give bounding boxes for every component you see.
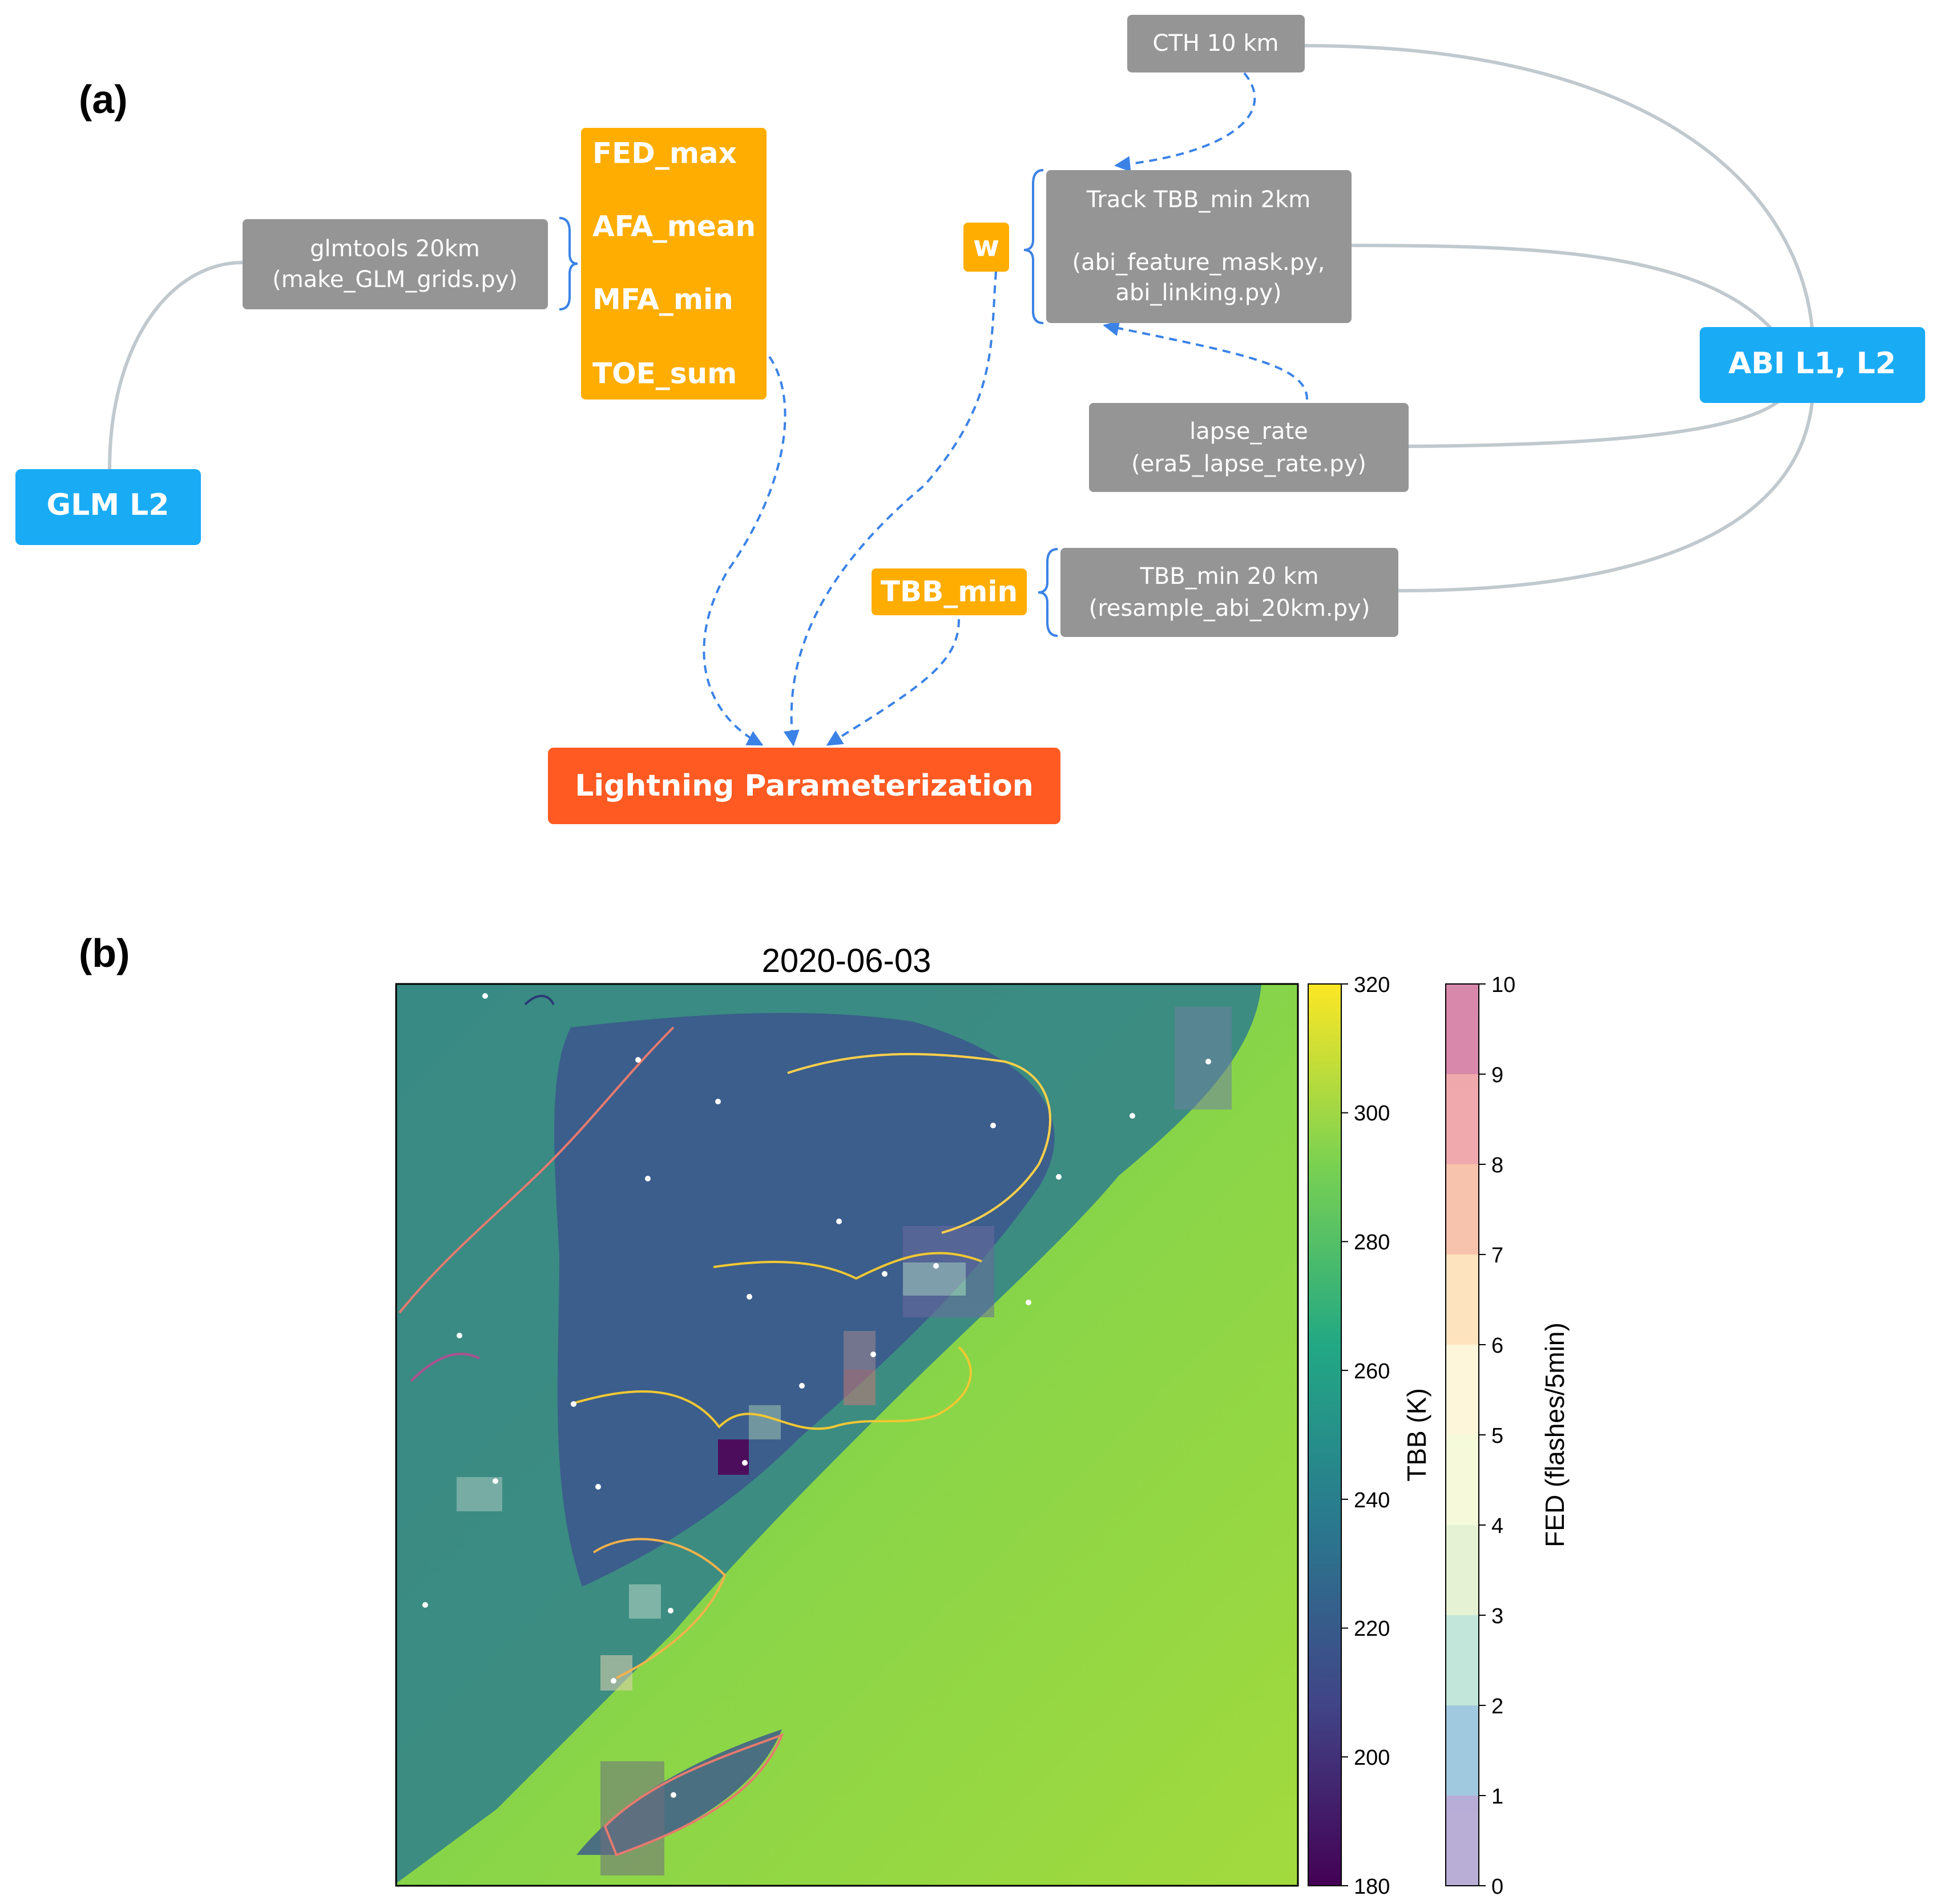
node-glmtools[interactable]: glmtools 20km (make_GLM_grids.py) — [243, 219, 548, 309]
panel-a-label: (a) — [79, 77, 128, 122]
connector-abi-tbb20 — [1398, 402, 1814, 592]
connector-abi-cth — [1304, 44, 1814, 329]
node-lapse-rate[interactable]: lapse_rate (era5_lapse_rate.py) — [1089, 403, 1409, 492]
connector-glm-glmtools — [108, 261, 243, 470]
fed-tick-labels: 10 9 8 7 6 5 4 3 2 1 0 — [1491, 973, 1515, 1899]
fed-tick-label: 4 — [1491, 1514, 1503, 1538]
node-track-line1: Track TBB_min 2km — [1086, 187, 1310, 213]
node-tbb-min[interactable]: TBB_min — [872, 568, 1027, 615]
panel-b-label: (b) — [79, 931, 130, 975]
node-w[interactable]: w — [963, 223, 1009, 272]
fed-pixels — [457, 1007, 1232, 1875]
tbb-colorbar-label: TBB (K) — [1402, 1388, 1431, 1482]
node-cth[interactable]: CTH 10 km — [1127, 15, 1305, 72]
fed-tick-label: 10 — [1491, 973, 1515, 997]
node-glmtools-line1: glmtools 20km — [310, 236, 480, 262]
fed-tick-label: 5 — [1491, 1424, 1503, 1448]
tbb-colorbar-bar — [1308, 983, 1342, 1886]
contours — [398, 995, 1051, 1857]
var-toe-sum: TOE_sum — [592, 357, 737, 390]
dashed-arrows — [703, 72, 1308, 747]
node-lightning-label: Lightning Parameterization — [575, 769, 1034, 803]
tbb-map — [396, 984, 1298, 1886]
fed-tick-label: 0 — [1491, 1875, 1503, 1899]
brace-glm-vars — [559, 217, 578, 310]
node-track[interactable]: Track TBB_min 2km (abi_feature_mask.py, … — [1046, 170, 1352, 323]
tbb-tick-label: 200 — [1354, 1746, 1390, 1770]
tbb-tick-label: 280 — [1354, 1231, 1390, 1254]
fed-tick-label: 6 — [1491, 1334, 1503, 1358]
fed-tick-label: 3 — [1491, 1604, 1503, 1628]
arrow-cth-to-track — [1114, 72, 1256, 172]
node-lapse-line2: (era5_lapse_rate.py) — [1131, 451, 1366, 477]
fed-colorbar-ticks — [1479, 983, 1486, 1886]
connector-abi-lapse — [1408, 398, 1782, 448]
fed-tick-label: 2 — [1491, 1695, 1503, 1719]
map-title: 2020-06-03 — [762, 942, 931, 979]
tbb-colorbar: 320 300 280 260 240 220 200 180 TBB (K) — [1308, 973, 1431, 1899]
node-glm-l2[interactable]: GLM L2 — [15, 469, 201, 545]
tbb-tick-label: 320 — [1354, 973, 1390, 997]
fed-tick-label: 9 — [1491, 1063, 1503, 1087]
node-cth-label: CTH 10 km — [1153, 30, 1279, 57]
brace-w — [1023, 169, 1044, 324]
node-track-line3: abi_linking.py) — [1116, 280, 1282, 306]
node-w-label: w — [973, 230, 999, 263]
arrow-lapse-to-track — [1103, 320, 1308, 400]
var-afa-mean: AFA_mean — [592, 210, 756, 243]
node-glmtools-line2: (make_GLM_grids.py) — [272, 267, 518, 293]
cold-core — [718, 1439, 749, 1475]
node-glm-variables[interactable]: FED_max AFA_mean MFA_min TOE_sum — [581, 128, 767, 400]
node-lightning-parameterization[interactable]: Lightning Parameterization — [548, 748, 1060, 824]
node-abi-label: ABI L1, L2 — [1728, 346, 1896, 381]
node-tbb20-line1: TBB_min 20 km — [1139, 563, 1318, 590]
fed-tick-label: 7 — [1491, 1244, 1503, 1268]
tbb-tick-label: 220 — [1354, 1617, 1390, 1641]
tbb-tick-label: 300 — [1354, 1102, 1390, 1126]
arrow-w-to-lightning — [783, 271, 997, 747]
fed-tick-label: 8 — [1491, 1153, 1503, 1177]
node-abi-l1-l2[interactable]: ABI L1, L2 — [1700, 327, 1925, 403]
node-glm-l2-label: GLM L2 — [47, 488, 170, 522]
connector-abi-track — [1351, 244, 1782, 341]
node-track-line2: (abi_feature_mask.py, — [1072, 249, 1325, 276]
var-mfa-min: MFA_min — [592, 283, 733, 316]
fed-colorbar: 10 9 8 7 6 5 4 3 2 1 0 FED (flashes/5min… — [1445, 973, 1570, 1899]
node-tbb-20km[interactable]: TBB_min 20 km (resample_abi_20km.py) — [1060, 548, 1398, 637]
var-fed-max: FED_max — [592, 137, 737, 170]
fed-colorbar-segments — [1446, 984, 1479, 1886]
storm-centers — [422, 993, 1211, 1798]
cloud-band-inner — [554, 1012, 1055, 1587]
arrow-glm-vars-to-lightning — [703, 356, 786, 746]
node-tbb20-line2: (resample_abi_20km.py) — [1089, 595, 1370, 622]
fed-colorbar-label: FED (flashes/5min) — [1540, 1322, 1570, 1547]
tbb-tick-label: 260 — [1354, 1360, 1390, 1383]
node-tbb-min-label: TBB_min — [881, 575, 1018, 608]
connectors — [108, 44, 1814, 592]
node-lapse-line1: lapse_rate — [1189, 418, 1308, 445]
arrow-tbb-to-lightning — [826, 619, 960, 746]
panel-a: (a) GLM L2 ABI — [15, 15, 1925, 824]
fed-tick-label: 1 — [1491, 1785, 1503, 1809]
panel-b: (b) 2020-06-03 — [79, 931, 1570, 1899]
braces — [559, 169, 1058, 637]
map-frame — [395, 983, 1299, 1887]
tbb-tick-labels: 320 300 280 260 240 220 200 180 — [1354, 973, 1390, 1899]
tbb-tick-label: 180 — [1354, 1875, 1390, 1899]
tbb-tick-label: 240 — [1354, 1488, 1390, 1512]
tbb-colorbar-ticks — [1341, 983, 1348, 1886]
brace-tbb — [1038, 548, 1058, 637]
